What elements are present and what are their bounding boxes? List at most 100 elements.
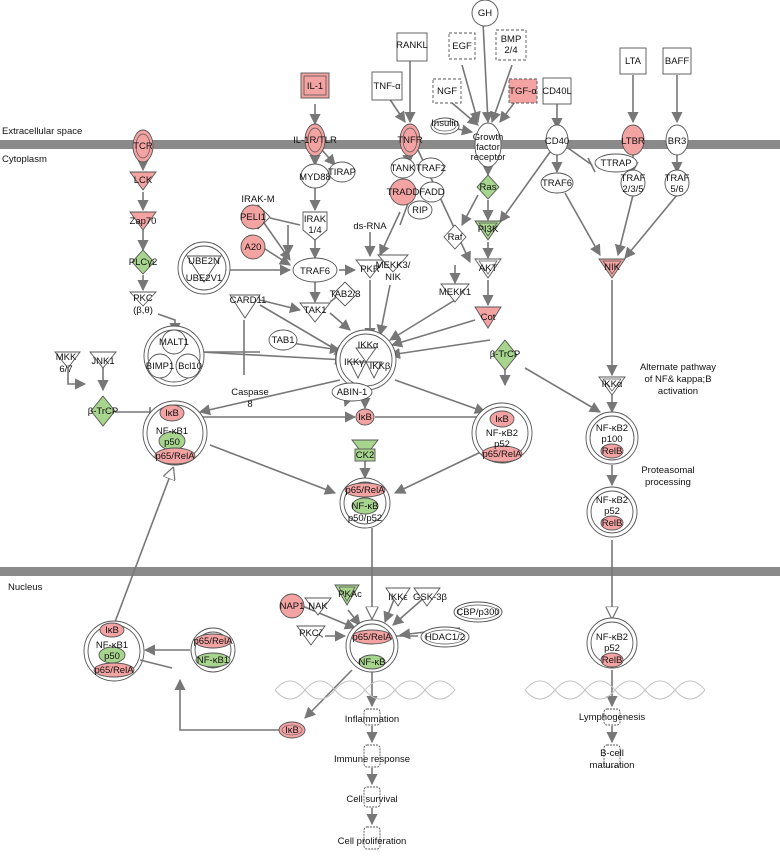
p65-center-label: p65/RelA — [482, 449, 522, 460]
node-tab1: TAB1 — [268, 329, 298, 351]
nfkb1-left-label: NF-κB1 — [156, 426, 188, 437]
nfkb1-nuc-label: NF-κB1 — [96, 640, 128, 651]
cd40l-label: CD40L — [542, 86, 572, 97]
node-nfkb2-nuc: NF-κB2 p52 RelB — [586, 617, 638, 669]
node-pkr: PKR — [355, 259, 385, 279]
nak-label: NAK — [308, 601, 328, 612]
traf56-label-1: TRAF — [665, 173, 690, 184]
node-irak14: IRAK 1/4 — [302, 211, 328, 241]
p50-nuc-label: p50 — [104, 651, 120, 662]
node-growth-factor-receptor: Growth factor receptor — [471, 122, 506, 168]
node-jnk1: JNK1 — [89, 351, 117, 369]
ikb-middle-label: IκB — [358, 412, 372, 423]
nucleus-label: Nucleus — [8, 582, 43, 593]
pkr-label: PKR — [360, 264, 380, 275]
node-ttrap: TTRAP — [594, 153, 638, 173]
node-cbp-p300: CBP/p300 — [453, 601, 503, 623]
alt-text-1: Alternate pathway — [640, 362, 716, 373]
relb-nuc-label: RelB — [602, 655, 623, 666]
node-raf: Raf — [443, 224, 467, 250]
caspase8-label-2: 8 — [247, 399, 252, 410]
nfkb2-center-label: NF-κB2 — [486, 428, 518, 439]
mkk-label-1: MKK — [56, 352, 77, 363]
traf235-label-1: TRAF — [621, 173, 646, 184]
node-btrcp-right: β-TrCP — [490, 339, 520, 371]
bimp1-label: BIMP1 — [146, 361, 175, 372]
p50p52-label: p50/p52 — [348, 513, 382, 524]
p52-center-label: p52 — [494, 439, 510, 450]
nfkb2-nuc-label: NF-κB2 — [596, 632, 628, 643]
tcr-label: TCR — [133, 141, 153, 152]
malt1-label: MALT1 — [159, 337, 189, 348]
ikb-left-label: IκB — [165, 408, 179, 419]
mekk3-label-2: NIK — [385, 272, 402, 283]
node-cd40: CD40 — [545, 124, 569, 156]
ikka-label: IKKα — [358, 340, 379, 351]
node-bmp: BMP 2/4 — [495, 29, 527, 61]
node-tgfa: TGF-α — [508, 78, 538, 104]
a20-label: A20 — [245, 242, 262, 253]
node-br3: BR3 — [665, 124, 689, 156]
proteasomal-label-1: Proteasomal — [641, 465, 694, 476]
immune-label: Immune response — [334, 754, 410, 765]
node-ikb-bottom: IκB — [278, 721, 306, 739]
rankl-label: RANKL — [396, 40, 428, 51]
node-nap1: NAP1 — [279, 593, 305, 619]
node-nik: NIK — [598, 258, 626, 279]
p52-nuc-label: p52 — [604, 643, 620, 654]
mkk-label-2: 6/7 — [59, 364, 72, 375]
node-nfkb2-p52-complex: NF-κB2 p52 RelB — [586, 486, 638, 538]
node-nfkb2-complex-cyto: IκB NF-κB2 p52 p65/RelA — [471, 402, 533, 464]
node-il1r: IL-1R/TLR — [293, 123, 337, 157]
rip-label: RIP — [412, 205, 428, 216]
bcell-label-2: maturation — [590, 760, 635, 771]
node-ngf: NGF — [432, 78, 462, 104]
node-zap70: Zap70 — [129, 211, 157, 231]
ube2v1-label: UBE2V1 — [186, 273, 222, 284]
ras-label: Ras — [480, 182, 497, 193]
node-tak1: TAK1 — [299, 302, 331, 323]
node-lta: LTA — [619, 47, 647, 75]
node-pi3k: PI3K — [474, 220, 502, 241]
node-ck2: CK2 — [351, 439, 379, 462]
jnk1-label: JNK1 — [91, 356, 114, 367]
alt-text-2: of NF& kappa;B — [644, 374, 711, 385]
traf2-label: TRAF2 — [416, 163, 446, 174]
ikka-right-label: IKKα — [602, 379, 623, 390]
il1r-label: IL-1R/TLR — [293, 135, 337, 146]
outcome-cell-survival: Cell survival — [346, 786, 398, 808]
nfkb1-nuc2-label: NF-κB1 — [197, 655, 229, 666]
traf6-label: TRAF6 — [300, 266, 330, 277]
node-il1: IL-1 — [300, 72, 330, 99]
gfr-label-3: receptor — [471, 152, 506, 163]
node-tnfa: TNF-α — [371, 71, 403, 101]
node-cd40l: CD40L — [542, 77, 572, 105]
raf-label: Raf — [448, 232, 463, 243]
node-plcg2: PLCγ2 — [129, 249, 157, 275]
ikb-bottom-label: IκB — [285, 725, 299, 736]
node-rankl: RANKL — [396, 32, 428, 62]
insulin-label: Insulin — [431, 118, 458, 129]
tirap-label: TIRAP — [328, 167, 356, 178]
ttrap-label: TTRAP — [600, 158, 631, 169]
proliferation-label: Cell proliferation — [338, 836, 407, 847]
caspase8-label-1: Caspase — [231, 387, 269, 398]
node-rip: RIP — [407, 200, 433, 220]
br3-label: BR3 — [668, 136, 686, 147]
node-btrcp-left: β-TrCP — [88, 395, 118, 427]
inflammation-label: Inflammation — [345, 714, 399, 725]
p65-mid-label: p65/RelA — [345, 485, 385, 496]
node-card11: CARD11 — [229, 294, 267, 319]
node-baff: BAFF — [662, 47, 692, 75]
baff-label: BAFF — [665, 56, 689, 67]
ck2-label: CK2 — [356, 450, 374, 461]
node-nfkb1-complex-nuc: IκB NF-κB1 p50 p65/RelA — [83, 620, 145, 682]
outcome-bcell-maturation: B-cell maturation — [590, 744, 635, 771]
node-ikk-complex: IKKα IKKγ IKKβ — [335, 329, 397, 391]
btrcp-right-label: β-TrCP — [490, 349, 520, 360]
card11-label: CARD11 — [230, 295, 267, 306]
p100-label: p100 — [601, 434, 622, 445]
fadd-label: FADD — [419, 187, 444, 198]
node-tank: TANK — [390, 157, 416, 179]
